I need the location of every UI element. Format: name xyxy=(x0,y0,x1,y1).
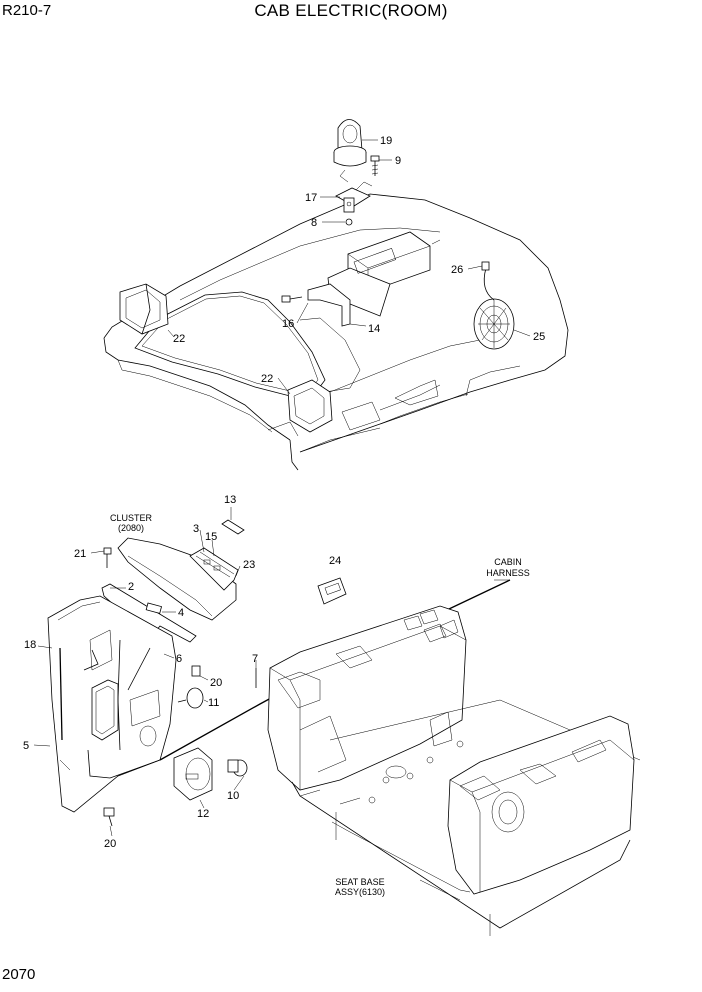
callout-22-left: 22 xyxy=(173,333,185,345)
part-9-bolt xyxy=(370,155,380,176)
callout-2: 2 xyxy=(128,581,134,593)
callout-7: 7 xyxy=(252,653,258,665)
page-number: 2070 xyxy=(2,966,36,983)
leader-lines-upper xyxy=(167,139,531,395)
part-11-relay xyxy=(177,687,204,709)
callout-17: 17 xyxy=(305,192,317,204)
cluster-label-line2: (2080) xyxy=(118,523,144,533)
part-20-connector-lower xyxy=(103,807,115,827)
model-code: R210-7 xyxy=(2,2,52,19)
callout-24: 24 xyxy=(329,555,341,567)
part-4-connector xyxy=(145,602,163,614)
part-10-cigar-lighter xyxy=(227,759,248,777)
part-22-work-lamp-left xyxy=(119,283,169,335)
part-14-radio xyxy=(327,231,441,317)
callout-10: 10 xyxy=(227,790,239,802)
part-23-switch-panel xyxy=(189,547,239,591)
callout-8: 8 xyxy=(311,217,317,229)
part-17-mounting-bracket xyxy=(335,181,373,213)
callout-21: 21 xyxy=(74,548,86,560)
left-console xyxy=(267,605,467,791)
leader-lines-lower xyxy=(33,507,510,837)
callout-9: 9 xyxy=(395,155,401,167)
callout-6: 6 xyxy=(176,653,182,665)
part-16-screw xyxy=(281,283,351,327)
part-12-hour-meter xyxy=(173,747,213,801)
part-22-work-lamp-right xyxy=(287,379,333,433)
cabin-harness-label-line1: CABIN xyxy=(494,557,522,567)
callout-26: 26 xyxy=(451,264,463,276)
part-24-switch xyxy=(317,577,347,605)
cluster-housing xyxy=(117,537,237,621)
part-8-nut xyxy=(345,218,353,226)
diagram-title: CAB ELECTRIC(ROOM) xyxy=(254,1,448,20)
panel-wire-harness xyxy=(83,639,161,779)
callout-23: 23 xyxy=(243,559,255,571)
seat-base-label-line2: ASSY(6130) xyxy=(335,887,385,897)
cabin-harness-label-line2: HARNESS xyxy=(486,568,530,578)
callout-18: 18 xyxy=(24,639,36,651)
callout-12: 12 xyxy=(197,808,209,820)
callout-20-upper: 20 xyxy=(210,677,222,689)
callout-5: 5 xyxy=(23,740,29,752)
callout-3: 3 xyxy=(193,523,199,535)
callout-4: 4 xyxy=(178,607,184,619)
seat-base-label-line1: SEAT BASE xyxy=(335,877,384,887)
part-25-speaker xyxy=(473,267,515,350)
callout-22-right: 22 xyxy=(261,373,273,385)
callout-19: 19 xyxy=(380,135,392,147)
part-21-screw xyxy=(103,547,112,568)
callout-13: 13 xyxy=(224,494,236,506)
right-console xyxy=(447,715,635,895)
cluster-label-line1: CLUSTER xyxy=(110,513,153,523)
callout-15: 15 xyxy=(205,531,217,543)
callout-20-lower: 20 xyxy=(104,838,116,850)
callout-11: 11 xyxy=(208,697,219,709)
seat-base-frame xyxy=(291,699,641,936)
part-5-side-panel xyxy=(47,595,177,813)
callout-25: 25 xyxy=(533,331,545,343)
callout-14: 14 xyxy=(368,323,380,335)
part-20-connector-upper xyxy=(191,665,201,677)
part-26-connector xyxy=(481,261,490,271)
callout-16: 16 xyxy=(282,318,294,330)
part-13-cover xyxy=(221,519,245,535)
part-19-beacon-lamp xyxy=(333,119,367,183)
